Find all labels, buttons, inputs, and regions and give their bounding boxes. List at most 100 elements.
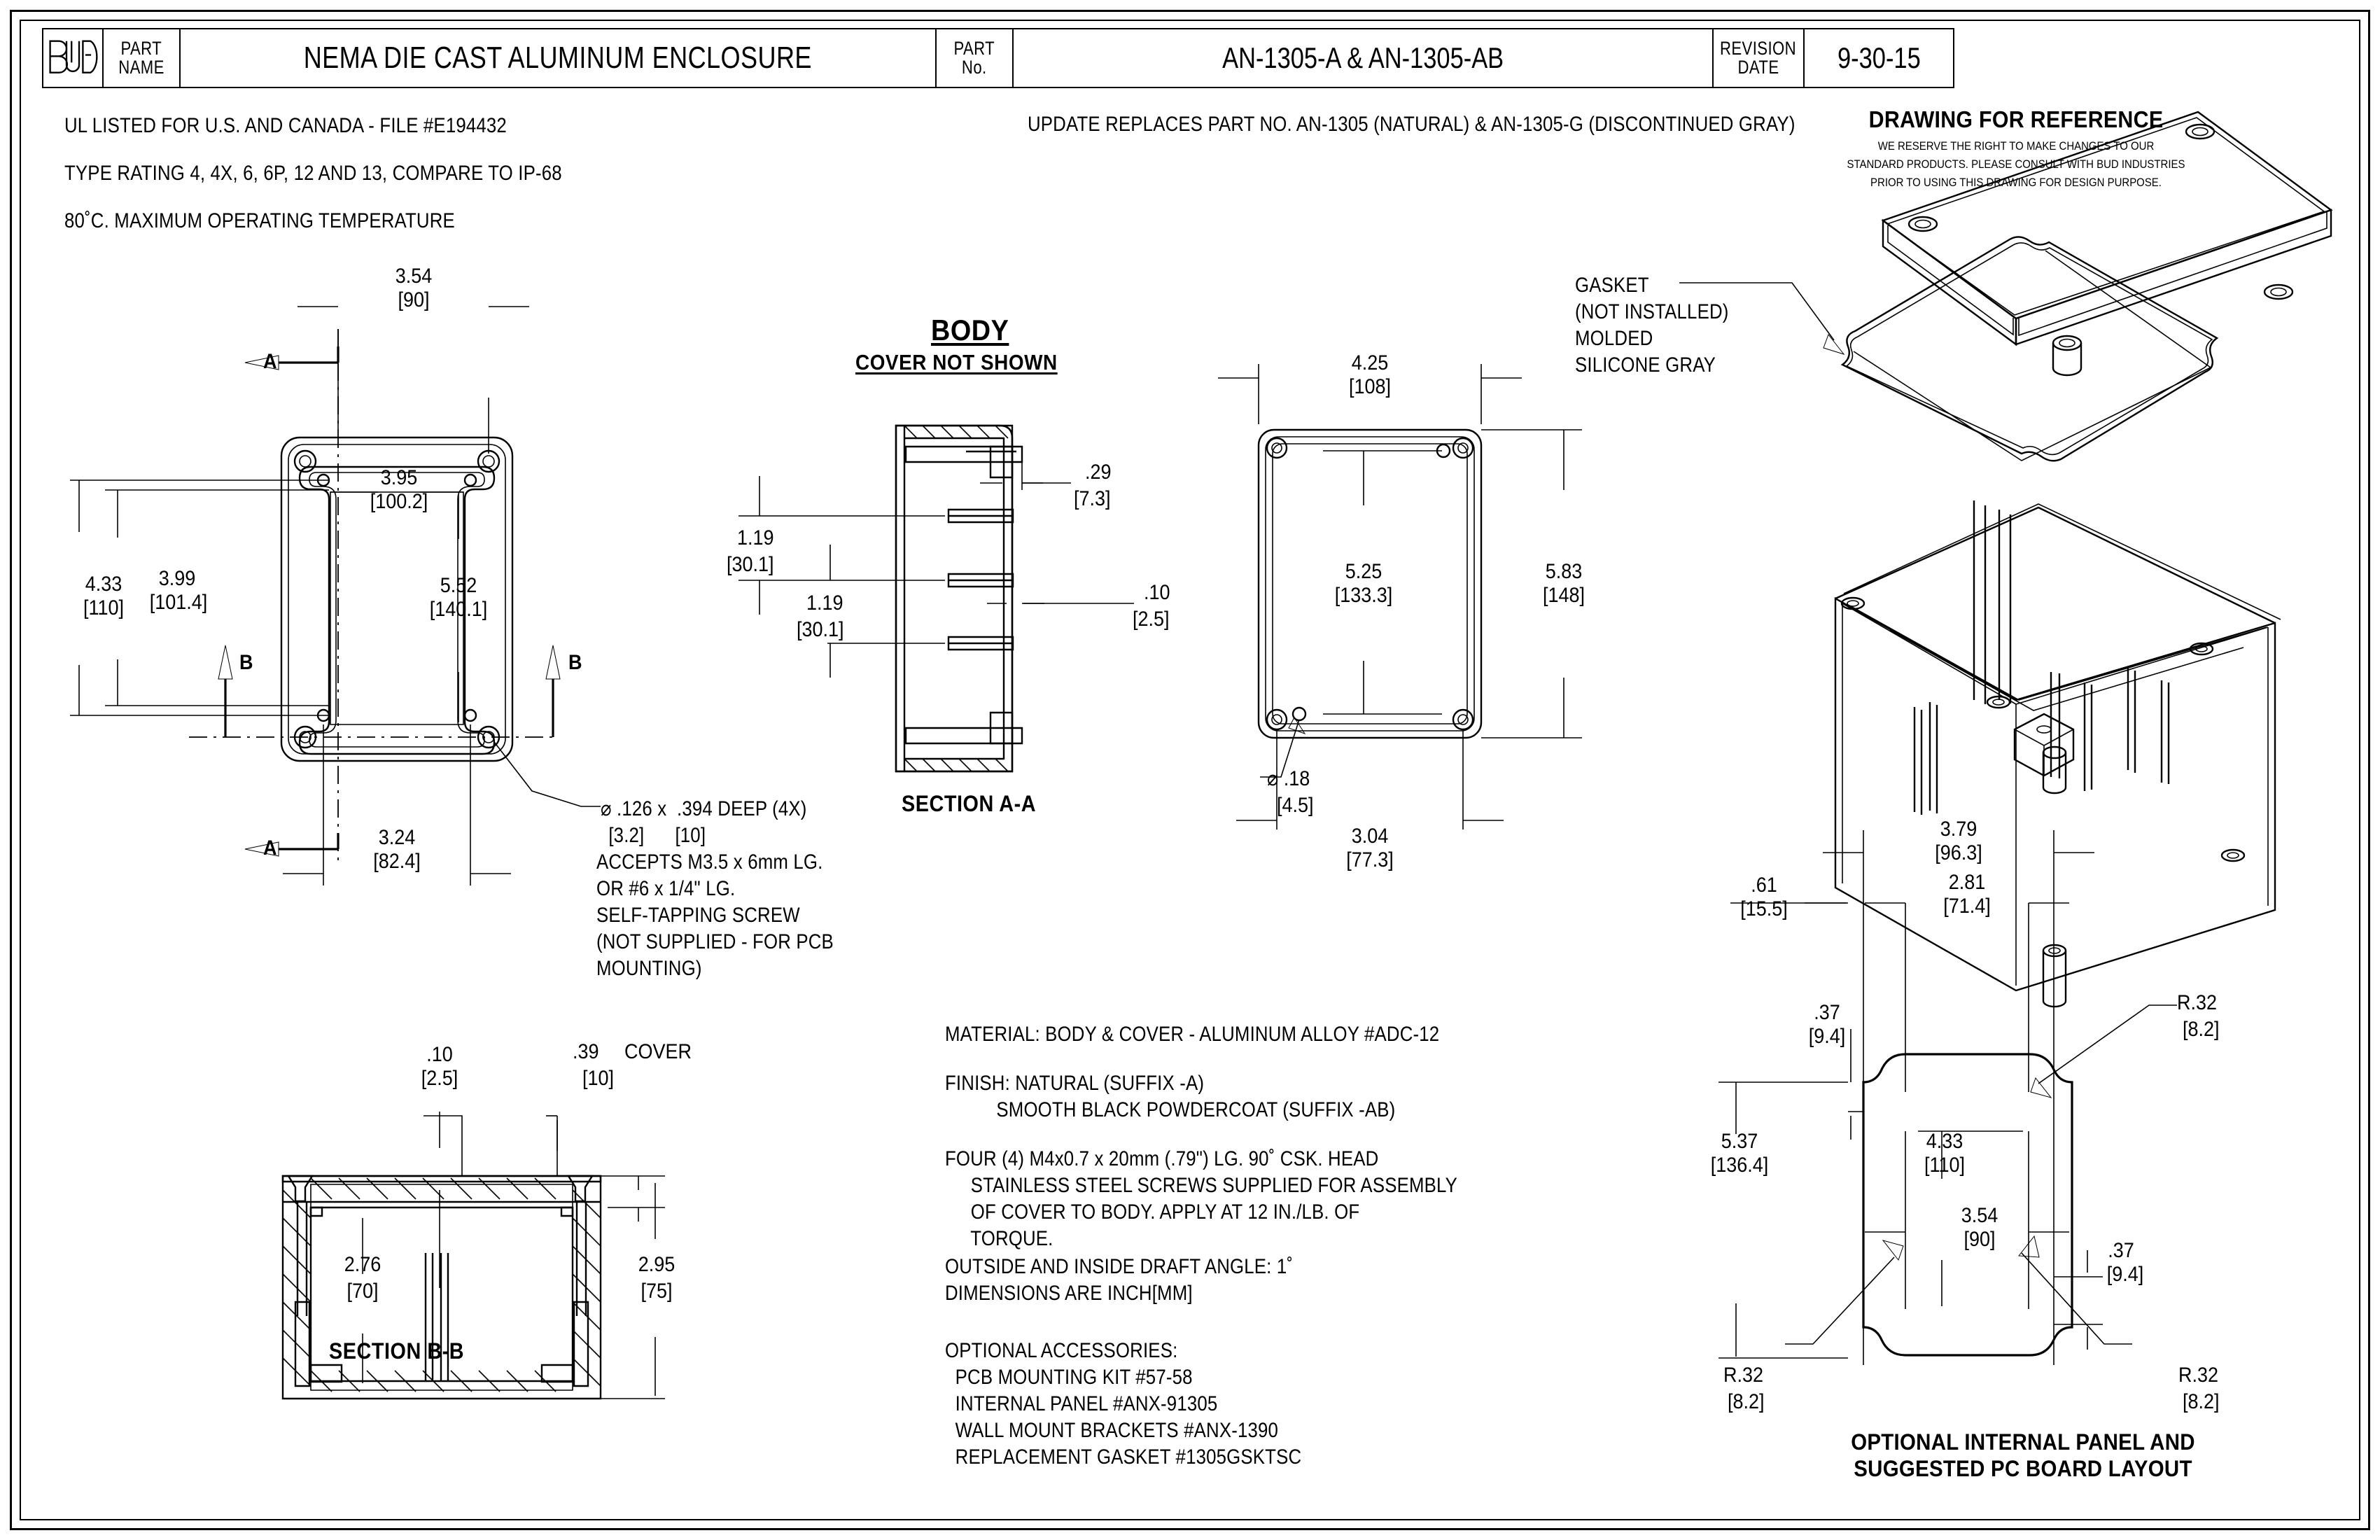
note-accessories-line-1: PCB MOUNTING KIT #57-58 — [945, 1366, 1193, 1389]
section-aa-caption: SECTION A-A — [902, 791, 1037, 816]
dim-panel-tab-width-mm: [71.4] — [1943, 895, 1991, 918]
dim-bb-outer-depth-inch: 2.95 — [638, 1253, 676, 1276]
dim-panel-inner-height-inch: 4.33 — [1926, 1130, 1963, 1153]
gasket-note-line-3: MOLDED — [1575, 327, 1653, 350]
dim-outer-height-mm: [110] — [83, 596, 125, 620]
part-name-label-line2: NAME — [118, 57, 164, 78]
dim-bb-cover-suffix: COVER — [624, 1040, 692, 1063]
gasket-note-line-4: SILICONE GRAY — [1575, 354, 1716, 377]
sheet-border-outer — [10, 10, 2370, 1530]
part-name-label-line1: PART — [120, 38, 162, 59]
disclaimer-line-2: STANDARD PRODUCTS. PLEASE CONSULT WITH B… — [1847, 158, 2185, 171]
dim-cover-hole-spacing-mm: [77.3] — [1346, 848, 1394, 872]
note-screws-line-3: OF COVER TO BODY. APPLY AT 12 IN./LB. OF — [945, 1200, 1360, 1224]
disclaimer-line-1: WE RESERVE THE RIGHT TO MAKE CHANGES TO … — [1877, 139, 2155, 153]
dim-hole-spacing-inch: 3.24 — [378, 826, 416, 849]
revision-label-line1: REVISION — [1720, 38, 1797, 59]
dim-cover-inner-height-inch: 5.25 — [1345, 560, 1382, 583]
section-mark-b-right: B — [568, 651, 583, 674]
dim-panel-tab-height-bottom-mm: [9.4] — [2106, 1263, 2144, 1286]
dim-panel-overall-height-inch: 5.37 — [1721, 1130, 1758, 1153]
update-replaces-note: UPDATE REPLACES PART NO. AN-1305 (NATURA… — [1028, 113, 1795, 136]
dim-outer-height-inch: 4.33 — [85, 573, 122, 596]
dim-inner-width-mm: [100.2] — [370, 490, 428, 513]
part-name-value: NEMA DIE CAST ALUMINUM ENCLOSURE — [303, 41, 813, 75]
dim-cover-width-mm: [108] — [1348, 375, 1392, 398]
dim-panel-inner-width-inch: 3.54 — [1961, 1204, 1998, 1227]
dim-wall-upper-inch: .29 — [1085, 461, 1112, 484]
dim-panel-tab-width-inch: 2.81 — [1948, 871, 1986, 894]
dim-panel-tab-height-top-mm: [9.4] — [1808, 1025, 1846, 1048]
dim-bb-wall-mm: [2.5] — [421, 1067, 458, 1090]
part-no-label-line1: PART — [953, 38, 995, 59]
dim-panel-notch-offset-inch: .61 — [1751, 874, 1777, 897]
hole-note-line-2: [3.2] [10] — [603, 824, 706, 847]
dim-rib-top-mm: [30.1] — [727, 553, 774, 576]
dim-panel-tab-height-bottom-inch: .37 — [2108, 1239, 2134, 1262]
dim-inner-width-inch: 3.95 — [380, 466, 418, 489]
note-accessories-line-3: WALL MOUNT BRACKETS #ANX-1390 — [945, 1419, 1279, 1442]
body-view-subtitle: COVER NOT SHOWN — [855, 350, 1058, 374]
dim-cover-hole-spacing-inch: 3.04 — [1351, 825, 1389, 848]
dim-wall-lower-mm: [2.5] — [1133, 608, 1170, 631]
dim-panel-notch-offset-mm: [15.5] — [1740, 897, 1788, 920]
gasket-note-line-2: (NOT INSTALLED) — [1575, 300, 1729, 323]
revision-date-value: 9-30-15 — [1837, 41, 1921, 74]
type-rating-note: TYPE RATING 4, 4X, 6, 6P, 12 AND 13, COM… — [64, 162, 562, 185]
dim-panel-width-inch: 3.79 — [1940, 818, 1977, 841]
dim-panel-inner-width-mm: [90] — [1963, 1228, 1996, 1251]
dim-hole-dia-mm: [4.5] — [1277, 794, 1314, 817]
dim-radius-top-right-inch: R.32 — [2177, 991, 2218, 1014]
note-screws-line-4: TORQUE. — [945, 1227, 1054, 1250]
dim-radius-top-right-mm: [8.2] — [2183, 1018, 2220, 1041]
dim-rib-bottom-inch: 1.19 — [806, 592, 844, 615]
title-block: PART NAME NEMA DIE CAST ALUMINUM ENCLOSU… — [42, 28, 1954, 88]
note-accessories-line-2: INTERNAL PANEL #ANX-91305 — [945, 1392, 1218, 1415]
dim-cover-width-inch: 4.25 — [1351, 351, 1389, 374]
sheet-border-inner — [20, 20, 2360, 1520]
note-finish-line-2: SMOOTH BLACK POWDERCOAT (SUFFIX -AB) — [945, 1098, 1396, 1121]
bud-logo — [43, 29, 104, 87]
hole-note-line-1: ⌀ .126 x .394 DEEP (4X) — [601, 797, 807, 820]
dim-radius-bottom-right-mm: [8.2] — [2183, 1390, 2220, 1413]
disclaimer-line-3: PRIOR TO USING THIS DRAWING FOR DESIGN P… — [1870, 176, 2162, 189]
dim-bb-inner-depth-mm: [70] — [346, 1280, 379, 1303]
dim-bb-wall-inch: .10 — [426, 1043, 453, 1066]
note-material: MATERIAL: BODY & COVER - ALUMINUM ALLOY … — [945, 1023, 1440, 1046]
dim-panel-width-mm: [96.3] — [1935, 841, 1982, 864]
dim-radius-bottom-left-inch: R.32 — [1723, 1364, 1764, 1387]
section-mark-b-left: B — [239, 651, 254, 674]
note-draft-line-2: DIMENSIONS ARE INCH[MM] — [945, 1282, 1193, 1305]
section-mark-a-top: A — [263, 350, 278, 373]
section-mark-a-bottom: A — [263, 836, 278, 860]
dim-mid-height-mm: [101.4] — [149, 591, 208, 614]
dim-inner-height-mm: [140.1] — [429, 598, 488, 621]
dim-mid-height-inch: 3.99 — [158, 567, 196, 590]
hole-note-line-7: MOUNTING) — [596, 957, 702, 980]
dim-inner-height-inch: 5.52 — [440, 574, 477, 597]
panel-caption-line-1: OPTIONAL INTERNAL PANEL AND — [1851, 1429, 2195, 1455]
note-screws-line-1: FOUR (4) M4x0.7 x 20mm (.79") LG. 90˚ CS… — [945, 1147, 1379, 1170]
dim-front-width-mm: [90] — [398, 288, 430, 312]
dim-bb-cover-mm: [10] — [582, 1067, 615, 1090]
hole-note-line-4: OR #6 x 1/4" LG. — [596, 877, 736, 900]
dim-cover-outer-height-mm: [148] — [1542, 584, 1586, 607]
dim-rib-top-inch: 1.19 — [737, 526, 774, 550]
temperature-note: 80˚C. MAXIMUM OPERATING TEMPERATURE — [64, 209, 455, 232]
dim-bb-inner-depth-inch: 2.76 — [344, 1253, 382, 1276]
dim-panel-overall-height-mm: [136.4] — [1710, 1154, 1769, 1177]
dim-hole-spacing-mm: [82.4] — [373, 850, 421, 873]
dim-hole-dia-inch: ⌀ .18 — [1267, 767, 1310, 790]
note-screws-line-2: STAINLESS STEEL SCREWS SUPPLIED FOR ASSE… — [945, 1174, 1457, 1197]
hole-note-line-3: ACCEPTS M3.5 x 6mm LG. — [596, 850, 823, 874]
note-accessories-title: OPTIONAL ACCESSORIES: — [945, 1339, 1178, 1362]
hole-note-line-6: (NOT SUPPLIED - FOR PCB — [596, 930, 834, 953]
part-no-label-line2: No. — [962, 57, 987, 78]
dim-rib-bottom-mm: [30.1] — [797, 618, 844, 641]
dim-panel-tab-height-top-inch: .37 — [1814, 1001, 1840, 1024]
ul-listing-note: UL LISTED FOR U.S. AND CANADA - FILE #E1… — [64, 114, 507, 137]
dim-wall-upper-mm: [7.3] — [1074, 487, 1111, 510]
dim-bb-outer-depth-mm: [75] — [640, 1280, 673, 1303]
section-bb-caption: SECTION B-B — [329, 1338, 465, 1364]
